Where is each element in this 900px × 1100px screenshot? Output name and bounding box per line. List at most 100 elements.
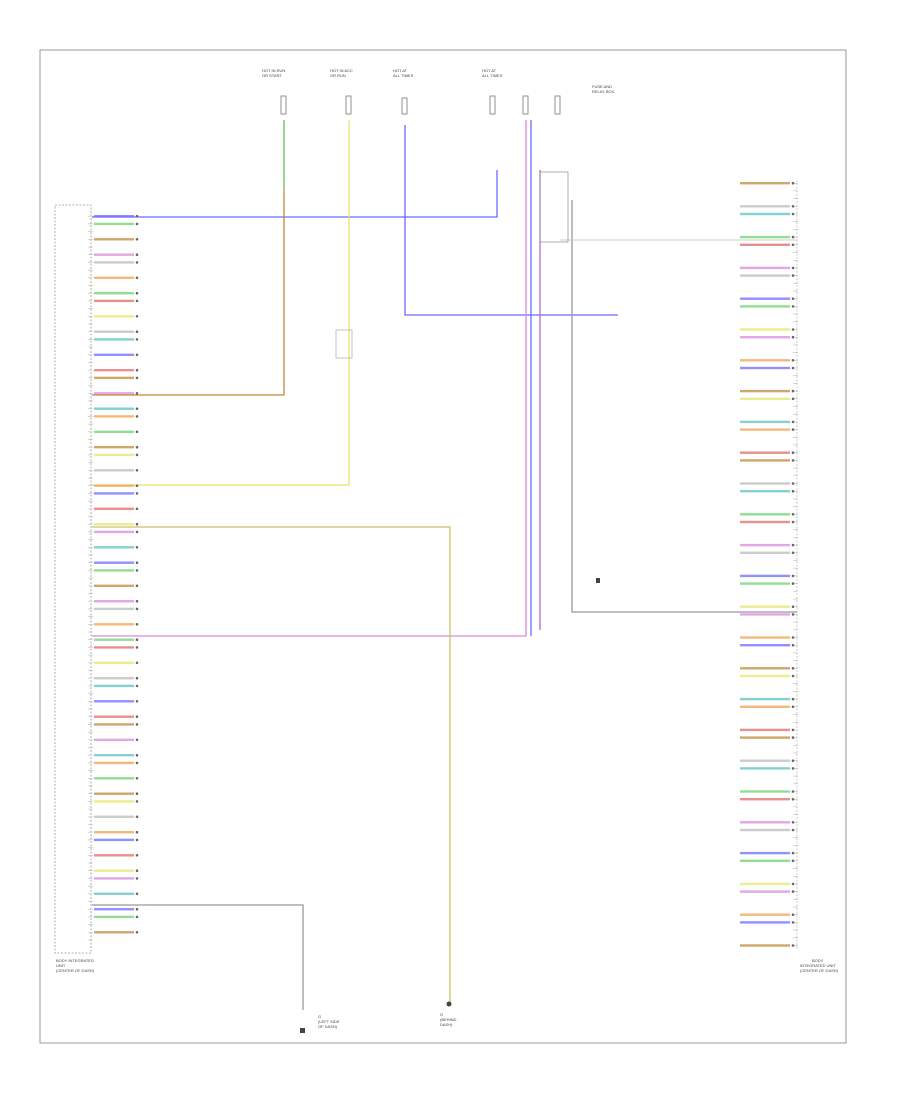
right-module-name-2: INTEGRATED UNIT bbox=[800, 963, 836, 968]
left-pin-wire bbox=[94, 777, 134, 780]
wire-yellow-ground bbox=[92, 526, 451, 1002]
fuse-4 bbox=[489, 95, 496, 115]
ground-label-1b: (LEFT SIDE bbox=[318, 1019, 340, 1024]
right-pin-wire-terminal bbox=[791, 767, 795, 770]
right-pin-wire-terminal bbox=[791, 821, 795, 824]
left-pin-wire bbox=[94, 446, 134, 449]
left-pin-wire-terminal bbox=[135, 676, 139, 680]
right-pin-wire-terminal bbox=[791, 890, 795, 893]
right-pin-wire-terminal bbox=[791, 513, 795, 516]
left-pin-wire bbox=[94, 915, 134, 919]
right-pin-wire-terminal bbox=[791, 266, 795, 270]
left-pin-wire bbox=[94, 892, 134, 895]
left-pin-wire-terminal bbox=[135, 392, 139, 395]
top-labels: HOT IN RUN OR START HOT IN ACC OR RUN HO… bbox=[262, 68, 615, 94]
left-module-name-2: UNIT bbox=[56, 963, 66, 968]
right-pin-wire-terminal bbox=[791, 667, 795, 670]
left-pin-wire-terminal bbox=[135, 607, 139, 611]
left-pin-wire-terminal bbox=[135, 407, 139, 411]
right-pin-wire bbox=[740, 944, 790, 947]
left-pin-wire bbox=[94, 299, 134, 303]
right-pin-wire bbox=[740, 697, 790, 701]
left-pin-wire bbox=[94, 584, 134, 587]
left-pin-wire bbox=[94, 561, 134, 564]
left-pin-wire bbox=[94, 523, 134, 526]
right-pin-wire-terminal bbox=[791, 882, 795, 886]
left-pin-wire bbox=[94, 815, 134, 818]
left-pin-wire bbox=[94, 430, 134, 433]
left-pin-wire-terminal bbox=[135, 276, 139, 280]
fuse-block-label-1: FUSE AND bbox=[592, 84, 612, 89]
right-pin-wire-terminal bbox=[791, 921, 795, 924]
left-module-name-3: (CENTER OF DASH) bbox=[56, 968, 95, 973]
right-pin-wire-terminal bbox=[791, 459, 795, 462]
wires bbox=[92, 120, 797, 1010]
right-pin-wire-terminal bbox=[791, 636, 795, 639]
left-pin-wire bbox=[94, 253, 134, 256]
right-pin-wire bbox=[740, 821, 790, 824]
left-pin-wire bbox=[94, 407, 134, 410]
right-pin-wire bbox=[740, 674, 790, 678]
right-pin-wire-terminal bbox=[791, 674, 795, 678]
left-pin-wire bbox=[94, 715, 134, 718]
right-pin-wire bbox=[740, 667, 790, 670]
fuse-block-label-2: RELAY BOX bbox=[592, 89, 615, 94]
left-pin-wire bbox=[94, 338, 134, 341]
right-pin-wire bbox=[740, 551, 790, 554]
right-pin-wire-terminal bbox=[791, 582, 795, 585]
right-pin-wire-terminal bbox=[791, 451, 795, 455]
fuse-group-top bbox=[280, 95, 561, 115]
ground-symbol-3 bbox=[596, 578, 600, 583]
fuse-label-hot-1b: ALL TIMES bbox=[393, 73, 414, 78]
left-pin-wire-terminal bbox=[135, 469, 139, 472]
left-pin-wire bbox=[94, 276, 134, 279]
right-module-pins bbox=[740, 181, 798, 947]
right-pin-wire bbox=[740, 451, 790, 454]
left-pin-wire-terminal bbox=[135, 800, 139, 803]
right-pin-wire bbox=[740, 366, 790, 370]
left-pin-wire-terminal bbox=[135, 723, 139, 726]
right-pin-wire bbox=[740, 859, 790, 862]
left-pin-wire bbox=[94, 492, 134, 495]
right-pin-wire-terminal bbox=[791, 297, 795, 301]
left-pin-wire-terminal bbox=[135, 792, 139, 795]
right-pin-wire-terminal bbox=[791, 328, 795, 331]
right-pin-wire bbox=[740, 890, 790, 893]
right-pin-wire-terminal bbox=[791, 613, 795, 616]
right-pin-wire bbox=[740, 520, 790, 524]
right-pin-wire-terminal bbox=[791, 181, 795, 185]
fuse-5 bbox=[522, 95, 529, 115]
left-pin-wire bbox=[94, 800, 134, 803]
right-pin-wire bbox=[740, 913, 790, 916]
left-pin-wire bbox=[94, 453, 134, 457]
left-pin-wire-terminal bbox=[135, 646, 139, 649]
right-pin-wire-terminal bbox=[791, 697, 795, 701]
left-module-box bbox=[54, 204, 92, 954]
right-pin-wire-terminal bbox=[791, 851, 795, 855]
left-pin-wire bbox=[94, 854, 134, 857]
right-pin-wire bbox=[740, 205, 790, 208]
relay-coil bbox=[335, 329, 353, 359]
right-pin-wire bbox=[740, 490, 790, 493]
left-pin-wire-terminal bbox=[135, 684, 139, 688]
left-module-pins bbox=[88, 214, 139, 941]
right-pin-wire bbox=[740, 798, 790, 801]
left-pin-wire-terminal bbox=[135, 638, 139, 641]
left-pin-wire-terminal bbox=[135, 661, 139, 665]
module-labels: BODY INTEGRATED UNIT (CENTER OF DASH) BO… bbox=[56, 958, 839, 973]
right-pin-wire-terminal bbox=[791, 243, 795, 247]
left-pin-wire bbox=[94, 600, 134, 603]
right-pin-wire bbox=[740, 212, 790, 216]
wire-pink bbox=[92, 120, 527, 637]
right-pin-wire bbox=[740, 182, 790, 185]
left-pin-wire bbox=[94, 607, 134, 611]
right-pin-wire bbox=[740, 305, 790, 308]
right-pin-wire bbox=[740, 759, 790, 762]
ground-symbol-2 bbox=[300, 1028, 305, 1033]
right-pin-wire bbox=[740, 882, 790, 886]
left-pin-wire-terminal bbox=[135, 315, 139, 318]
left-pin-wire bbox=[94, 369, 134, 372]
right-pin-wire bbox=[740, 336, 790, 339]
right-pin-wire bbox=[740, 921, 790, 924]
